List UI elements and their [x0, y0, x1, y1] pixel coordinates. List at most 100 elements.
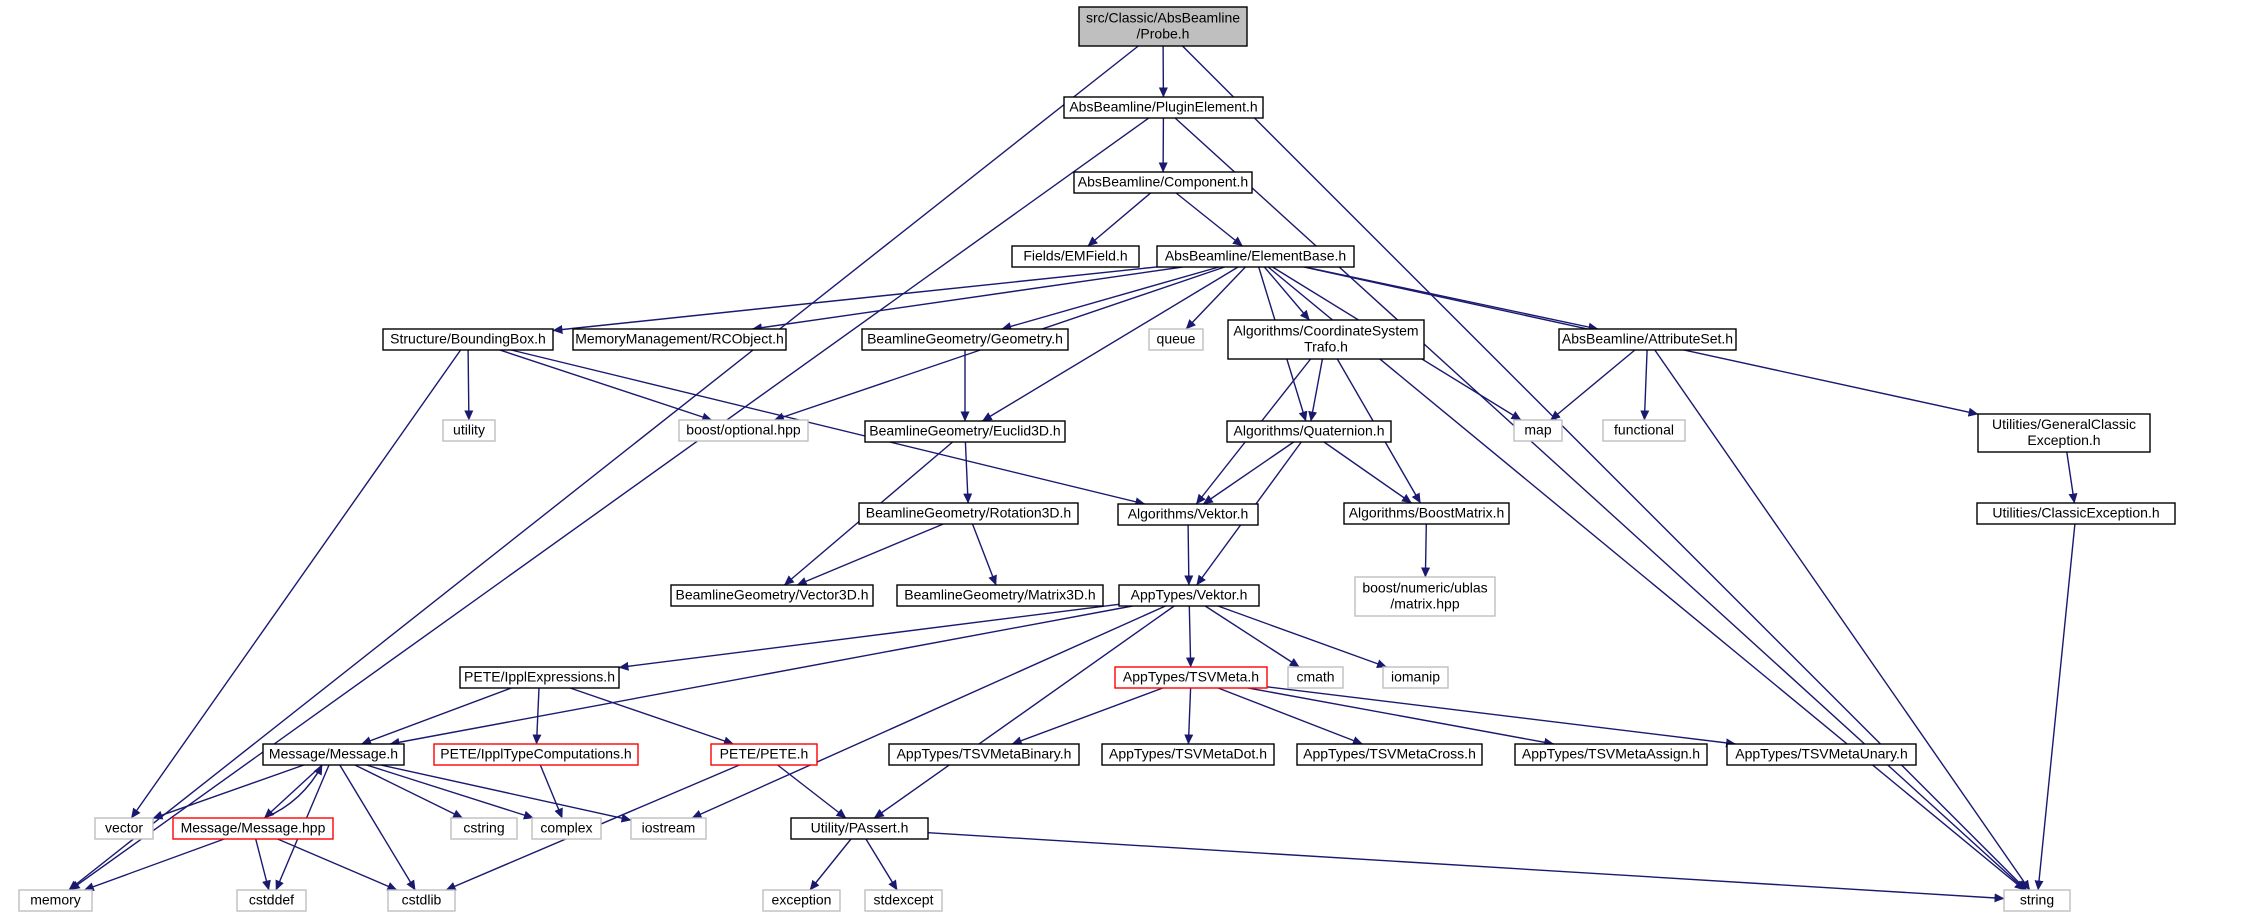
node-box-tsvcross: [1296, 743, 1483, 766]
edge-messageh-to-vector: [152, 764, 305, 820]
node-label-memory-line-0: memory: [30, 892, 81, 908]
edge-boundingbox-to-algvektor: [511, 349, 1146, 507]
edge-messageh-to-complex: [366, 764, 534, 820]
edge-elementbase-to-boundingbox: [552, 266, 1158, 334]
node-box-classicexception: [1976, 502, 2176, 525]
edge-appvektor-to-ipplexpr: [618, 603, 1120, 671]
node-label-matrix3d-line-0: BeamlineGeometry/Matrix3D.h: [904, 587, 1095, 603]
node-rcobject[interactable]: MemoryManagement/RCObject.h: [572, 328, 787, 351]
edge-tsvmeta-to-tsvunary: [1266, 686, 1736, 748]
node-string: string: [2003, 889, 2071, 912]
node-label-vector-line-0: vector: [105, 820, 143, 836]
node-label-queue-line-0: queue: [1157, 331, 1196, 347]
edge-rotation3d-to-vector3d: [796, 523, 944, 586]
edge-ippltypecomp-to-complex: [539, 764, 563, 819]
node-tsvassign[interactable]: AppTypes/TSVMetaAssign.h: [1514, 743, 1708, 766]
edge-component-to-elementbase: [1175, 192, 1243, 247]
node-euclid3d[interactable]: BeamlineGeometry/Euclid3D.h: [864, 420, 1066, 443]
node-vector3d[interactable]: BeamlineGeometry/Vector3D.h: [670, 584, 874, 607]
node-messagehpp[interactable]: Message/Message.hpp: [172, 817, 334, 840]
node-quaternion[interactable]: Algorithms/Quaternion.h: [1226, 420, 1392, 443]
node-attributeset[interactable]: AbsBeamline/AttributeSet.h: [1558, 328, 1737, 351]
node-peteh[interactable]: PETE/PETE.h: [710, 743, 818, 766]
edge-tsvmeta-to-tsvdot: [1184, 687, 1194, 745]
node-rotation3d[interactable]: BeamlineGeometry/Rotation3D.h: [858, 502, 1079, 525]
node-plugin[interactable]: AbsBeamline/PluginElement.h: [1063, 96, 1264, 119]
node-tsvmeta[interactable]: AppTypes/TSVMeta.h: [1114, 666, 1268, 689]
node-queue: queue: [1148, 328, 1204, 351]
nodes-layer: src/Classic/AbsBeamline/Probe.hAbsBeamli…: [18, 6, 2176, 912]
node-label-complex-line-0: complex: [540, 820, 592, 836]
edge-appvektor-to-tsvmeta: [1185, 605, 1195, 668]
node-complex: complex: [531, 817, 602, 840]
node-functional: functional: [1602, 419, 1686, 442]
node-box-euclid3d: [864, 420, 1066, 443]
node-box-gcexception: [1977, 413, 2151, 453]
node-iomanip: iomanip: [1382, 666, 1449, 689]
node-box-exception: [762, 889, 841, 912]
node-tsvbinary[interactable]: AppTypes/TSVMetaBinary.h: [888, 743, 1080, 766]
node-boundingbox[interactable]: Structure/BoundingBox.h: [382, 328, 554, 351]
node-elementbase[interactable]: AbsBeamline/ElementBase.h: [1156, 245, 1355, 268]
node-box-matrix3d: [896, 584, 1104, 607]
node-label-boundingbox-line-0: Structure/BoundingBox.h: [390, 331, 546, 347]
node-ipplexpr[interactable]: PETE/IpplExpressions.h: [459, 666, 620, 689]
node-appvektor[interactable]: AppTypes/Vektor.h: [1118, 584, 1260, 607]
edge-boundingbox-to-vector: [130, 349, 462, 819]
node-box-tsvassign: [1514, 743, 1708, 766]
node-label-ipplexpr-line-0: PETE/IpplExpressions.h: [464, 669, 615, 685]
node-box-vector3d: [670, 584, 874, 607]
node-box-cstdlib: [387, 889, 456, 912]
edge-plugin-to-string: [1174, 117, 2026, 891]
node-classicexception[interactable]: Utilities/ClassicException.h: [1976, 502, 2176, 525]
node-ublasmatrix: boost/numeric/ublas/matrix.hpp: [1354, 576, 1496, 617]
node-probe[interactable]: src/Classic/AbsBeamline/Probe.h: [1078, 6, 1248, 47]
edge-euclid3d-to-rotation3d: [963, 441, 973, 504]
node-label-ublasmatrix-line-0: boost/numeric/ublas: [1362, 580, 1487, 596]
node-label-emfield-line-0: Fields/EMField.h: [1023, 248, 1127, 264]
edge-messagehpp-to-cstdlib: [277, 838, 398, 891]
node-label-stdexcept-line-0: stdexcept: [874, 892, 934, 908]
edge-appvektor-to-passert: [873, 605, 1175, 819]
node-tsvcross[interactable]: AppTypes/TSVMetaCross.h: [1296, 743, 1483, 766]
node-messageh[interactable]: Message/Message.h: [262, 743, 405, 766]
node-component[interactable]: AbsBeamline/Component.h: [1073, 171, 1253, 194]
edge-algvektor-to-appvektor: [1184, 524, 1194, 586]
node-label-algvektor-line-0: Algorithms/Vektor.h: [1128, 506, 1249, 522]
node-algvektor[interactable]: Algorithms/Vektor.h: [1117, 503, 1259, 526]
node-label-elementbase-line-0: AbsBeamline/ElementBase.h: [1165, 248, 1346, 264]
node-label-string-line-0: string: [2020, 892, 2054, 908]
edge-peteh-to-passert: [777, 764, 847, 819]
node-box-emfield: [1011, 245, 1140, 268]
node-box-rotation3d: [858, 502, 1079, 525]
node-box-optional: [678, 419, 809, 442]
edge-ipplexpr-to-ippltypecomp: [532, 687, 542, 745]
node-passert[interactable]: Utility/PAssert.h: [790, 817, 929, 840]
edge-coordtrafo-to-quaternion: [1308, 358, 1324, 422]
node-tsvdot[interactable]: AppTypes/TSVMetaDot.h: [1101, 743, 1275, 766]
edge-passert-to-string: [927, 832, 2005, 903]
node-label-peteh-line-0: PETE/PETE.h: [720, 746, 809, 762]
node-label-exception-line-0: exception: [772, 892, 832, 908]
node-utility: utility: [442, 419, 496, 442]
node-label-gcexception-line-1: Exception.h: [2027, 432, 2100, 448]
node-box-boostmatrix: [1343, 502, 1510, 525]
node-optional: boost/optional.hpp: [678, 419, 809, 442]
edge-attributeset-to-map: [1550, 349, 1636, 421]
node-label-optional-line-0: boost/optional.hpp: [686, 422, 801, 438]
node-boostmatrix[interactable]: Algorithms/BoostMatrix.h: [1343, 502, 1510, 525]
node-emfield[interactable]: Fields/EMField.h: [1011, 245, 1140, 268]
node-matrix3d[interactable]: BeamlineGeometry/Matrix3D.h: [896, 584, 1104, 607]
node-tsvunary[interactable]: AppTypes/TSVMetaUnary.h: [1726, 743, 1917, 766]
node-label-plugin-line-0: AbsBeamline/PluginElement.h: [1069, 99, 1257, 115]
node-box-ippltypecomp: [433, 743, 639, 766]
node-box-geometry: [861, 328, 1069, 351]
node-geometry[interactable]: BeamlineGeometry/Geometry.h: [861, 328, 1069, 351]
edge-messageh-to-iostream: [380, 764, 632, 823]
node-ippltypecomp[interactable]: PETE/IpplTypeComputations.h: [433, 743, 639, 766]
node-label-vector3d-line-0: BeamlineGeometry/Vector3D.h: [676, 587, 869, 603]
edge-appvektor-to-iomanip: [1217, 605, 1387, 668]
